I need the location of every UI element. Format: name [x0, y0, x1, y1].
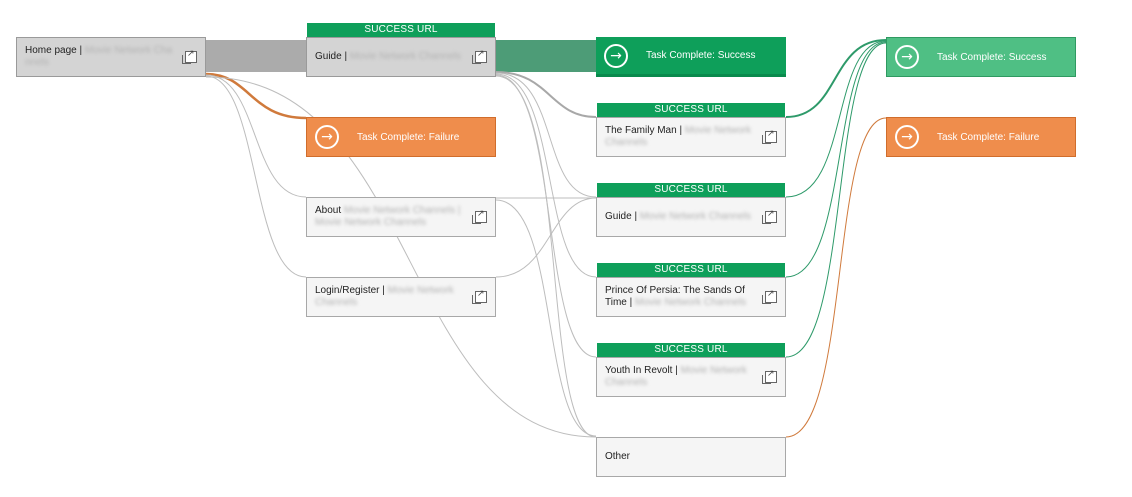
node-guide-main[interactable]: SUCCESS URL Guide | Movie Network Channe…	[306, 23, 496, 77]
external-link-icon[interactable]	[762, 129, 777, 144]
node-home-page[interactable]: Home page | Movie Network Cha nnels	[16, 37, 206, 77]
node-task-failure-1[interactable]: → Task Complete: Failure	[306, 117, 496, 157]
node-login-register-blurred: Movie Network Channels	[315, 285, 454, 308]
flow-home-login	[205, 75, 307, 278]
node-prince-of-persia[interactable]: SUCCESS URL Prince Of Persia: The Sands …	[596, 263, 786, 317]
node-guide-2-label: Guide |	[605, 211, 638, 222]
flow-home-failure	[205, 72, 307, 120]
node-task-success-final[interactable]: → Task Complete: Success	[886, 37, 1076, 77]
external-link-icon[interactable]	[472, 49, 487, 64]
flow-guide-family	[495, 71, 597, 118]
flow-guide-youth	[495, 74, 597, 358]
flow-guide2-success	[785, 40, 887, 198]
node-family-man-label: The Family Man |	[605, 125, 683, 136]
node-home-page-blurred: Movie Network Cha nnels	[25, 45, 173, 68]
external-link-icon[interactable]	[472, 209, 487, 224]
arrow-right-circle-icon: →	[895, 125, 919, 149]
flow-guide-success	[496, 40, 596, 72]
node-youth-in-revolt[interactable]: SUCCESS URL Youth In Revolt | Movie Netw…	[596, 343, 786, 397]
node-task-failure-final-label: Task Complete: Failure	[937, 131, 1040, 143]
node-family-man-blurred: Movie Network Channels	[605, 125, 751, 148]
node-home-page-label: Home page |	[25, 45, 83, 56]
external-link-icon[interactable]	[182, 49, 197, 64]
arrow-right-circle-icon: →	[604, 43, 628, 68]
node-login-register-label: Login/Register |	[315, 285, 385, 296]
node-family-man[interactable]: SUCCESS URL The Family Man | Movie Netwo…	[596, 103, 786, 157]
flow-other-failure	[785, 117, 887, 438]
flow-prince-success	[785, 41, 887, 278]
flow-home-other	[205, 76, 597, 438]
success-url-tag: SUCCESS URL	[307, 23, 495, 37]
arrow-right-circle-icon: →	[315, 125, 339, 149]
flow-about-other	[495, 199, 597, 437]
node-task-success-1[interactable]: → Task Complete: Success	[596, 37, 786, 77]
success-url-tag: SUCCESS URL	[597, 103, 785, 117]
node-guide-main-label: Guide |	[315, 51, 348, 62]
success-url-tag: SUCCESS URL	[597, 183, 785, 197]
flow-login-guide2	[495, 197, 597, 278]
external-link-icon[interactable]	[762, 289, 777, 304]
external-link-icon[interactable]	[762, 369, 777, 384]
arrow-right-circle-icon: →	[895, 45, 919, 69]
node-guide-2-blurred: Movie Network Channels	[639, 211, 752, 222]
node-guide-main-blurred: Movie Network Channels	[349, 51, 462, 62]
external-link-icon[interactable]	[762, 209, 777, 224]
success-url-tag: SUCCESS URL	[597, 343, 785, 357]
node-task-failure-final[interactable]: → Task Complete: Failure	[886, 117, 1076, 157]
node-guide-2[interactable]: SUCCESS URL Guide | Movie Network Channe…	[596, 183, 786, 237]
node-about-label: About	[315, 205, 342, 216]
flow-guide-other	[495, 75, 597, 438]
external-link-icon[interactable]	[472, 289, 487, 304]
node-prince-of-persia-blurred: Movie Network Channels	[635, 297, 747, 308]
flow-home-about	[205, 74, 307, 198]
flow-guide-guide2	[495, 72, 597, 198]
flow-youth-success	[785, 42, 887, 358]
flow-guide-prince	[495, 73, 597, 278]
flow-home-guide	[206, 40, 306, 72]
node-task-success-final-label: Task Complete: Success	[937, 51, 1047, 63]
node-task-success-1-label: Task Complete: Success	[646, 50, 756, 61]
flow-family-success	[785, 39, 887, 118]
node-about-blurred: Movie Network Channels | Movie Network C…	[315, 205, 461, 228]
node-youth-in-revolt-label: Youth In Revolt |	[605, 365, 678, 376]
node-other-label: Other	[605, 451, 631, 462]
node-youth-in-revolt-blurred: Movie Network Channels	[605, 365, 747, 388]
success-url-tag: SUCCESS URL	[597, 263, 785, 277]
node-other[interactable]: Other	[596, 437, 786, 477]
node-about[interactable]: About Movie Network Channels | Movie Net…	[306, 197, 496, 237]
node-task-failure-1-label: Task Complete: Failure	[357, 131, 460, 143]
node-login-register[interactable]: Login/Register | Movie Network Channels	[306, 277, 496, 317]
node-prince-of-persia-label: Prince Of Persia: The Sands Of Time |	[605, 285, 745, 308]
